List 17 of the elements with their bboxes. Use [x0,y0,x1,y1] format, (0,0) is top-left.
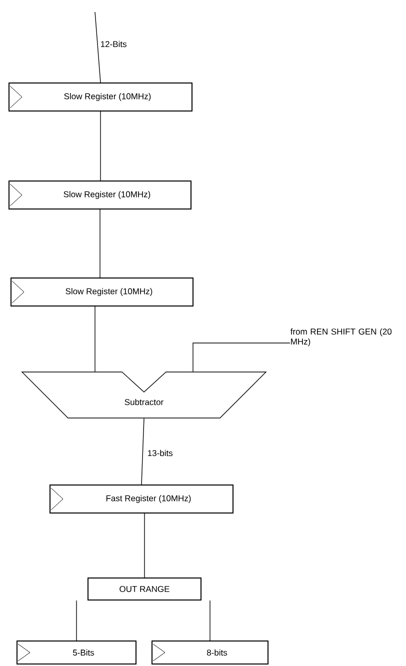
process-box: OUT RANGE [88,578,202,600]
register-box: Fast Register (10MHz) [50,484,234,514]
connector-line [76,600,77,641]
connector-line [100,111,101,181]
edge-label: 12-Bits [99,40,128,48]
register-box: Slow Register (10MHz) [10,278,194,306]
source-label: from REN SHIFT GEN (20 MHz) [290,328,392,346]
edge-label: 13-bits [146,448,174,458]
connector-line [192,342,290,372]
connector-line [94,12,101,83]
register-box: Slow Register (10MHz) [8,180,192,210]
register-box: Slow Register (10MHz) [8,82,192,112]
connector-line [141,418,144,485]
connector-line [144,513,145,578]
register-box: 5-Bits [16,640,136,664]
connector-line [94,306,96,372]
register-box: 8-bits [152,640,268,664]
